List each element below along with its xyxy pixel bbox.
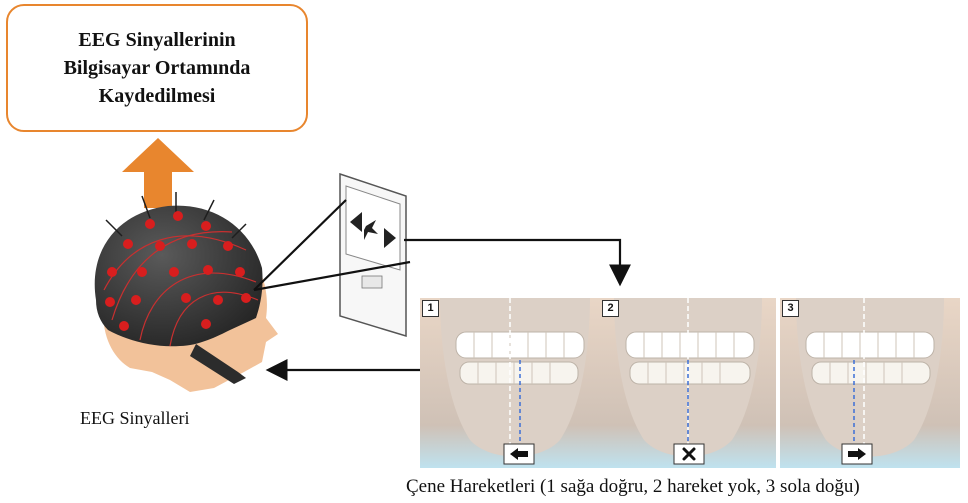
stimulus-monitor-illustration xyxy=(340,174,406,336)
jaw-panel-3-number: 3 xyxy=(782,300,799,317)
jaw-panel-1-number: 1 xyxy=(422,300,439,317)
jaw-movements-caption: Çene Hareketleri (1 sağa doğru, 2 hareke… xyxy=(406,476,860,498)
jaw-panel-2-number: 2 xyxy=(602,300,619,317)
upload-arrow-icon xyxy=(122,138,194,208)
jaw-panel-3 xyxy=(780,298,960,468)
jaw-panel-2 xyxy=(600,298,776,468)
eeg-signals-label: EEG Sinyalleri xyxy=(80,408,189,429)
jaw-panel-1 xyxy=(420,298,600,468)
eeg-head-illustration xyxy=(95,192,278,392)
monitor-to-jaw-arrow xyxy=(404,240,620,282)
